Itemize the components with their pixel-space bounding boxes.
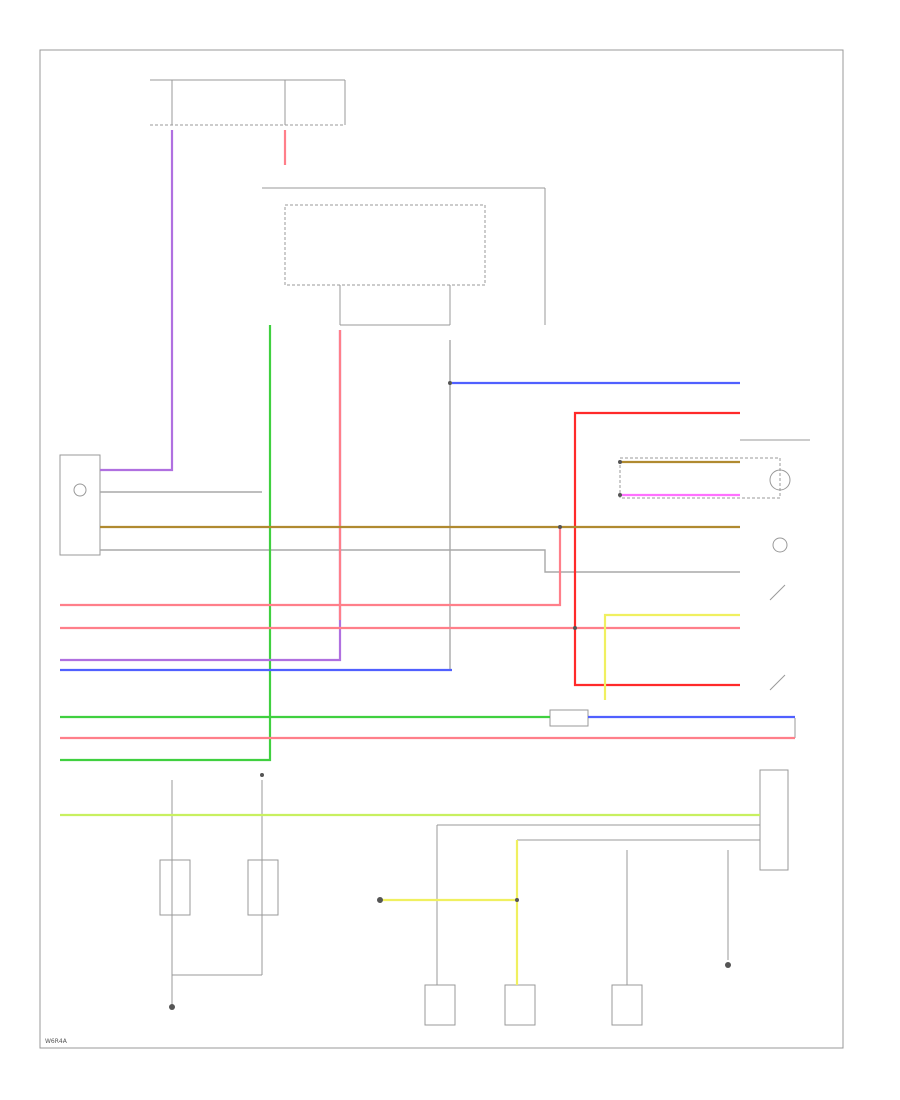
red-loop-right [573,411,740,687]
purple-vertical-left [100,130,174,472]
pink-horizontal-1 [60,527,562,607]
left-module [59,454,101,556]
purple-horizontal [60,330,342,662]
diagram-border [39,49,844,1049]
bottom-modules [424,769,789,1026]
gray-horizontal [100,549,740,573]
yellow-vertical [603,613,740,700]
colored-wires [60,130,795,985]
relay-box [262,187,546,326]
connector-dots [169,381,731,1010]
fuse-box [150,79,346,126]
gray-wires [100,340,740,670]
green-vertical [60,325,272,762]
diagram-code: W6R4A [45,1038,68,1045]
lower-modules [159,780,279,1005]
right-components [549,439,810,738]
